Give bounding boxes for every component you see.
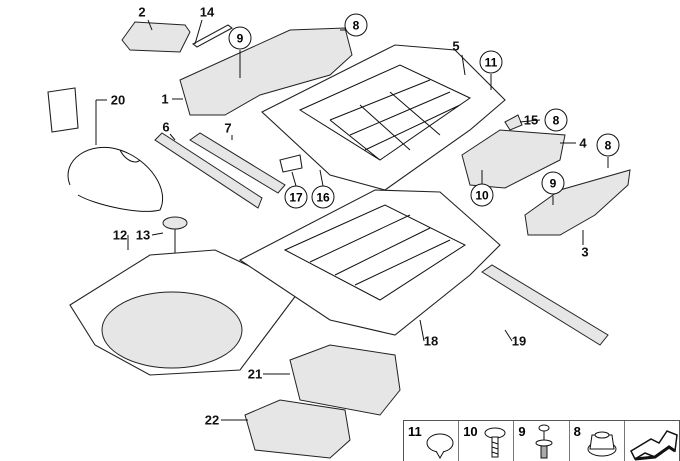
label-part-22: 22 (204, 412, 220, 428)
wheel-well-recess (101, 291, 243, 369)
label-part-4: 4 (579, 135, 587, 151)
legend-item-arrow (625, 421, 679, 461)
part-17-clip (279, 154, 303, 173)
nut-icon (587, 431, 617, 457)
label-part-13: 13 (135, 227, 151, 243)
label-part-12: 12 (112, 227, 128, 243)
legend-number: 11 (408, 424, 422, 439)
part-20-strap (67, 146, 164, 212)
leader-lines (95, 19, 609, 421)
circled-label-8: 8 (596, 133, 620, 157)
label-part-5: 5 (452, 38, 460, 54)
circled-label-9: 9 (228, 26, 252, 50)
part-20-bag (47, 87, 79, 133)
part-14-strip (191, 24, 234, 48)
part-3-bracket (524, 169, 631, 236)
label-part-3: 3 (581, 244, 589, 260)
legend-number: 10 (463, 424, 478, 439)
label-part-14: 14 (199, 4, 215, 20)
legend-item-8: 8 (570, 421, 625, 461)
tray-grid (298, 64, 471, 161)
label-part-6: 6 (162, 119, 170, 135)
part-2-box (121, 21, 191, 53)
part-7-strip (189, 132, 286, 194)
label-part-19: 19 (511, 333, 527, 349)
part-22-box (244, 399, 351, 459)
fastener-legend: 11 10 9 8 (403, 420, 680, 461)
circled-label-17: 17 (284, 185, 308, 209)
label-part-18: 18 (423, 333, 439, 349)
label-part-21: 21 (247, 366, 263, 382)
legend-item-9: 9 (514, 421, 570, 461)
lower-tray-grid (283, 204, 467, 301)
circled-label-8: 8 (344, 13, 368, 37)
label-part-2: 2 (138, 4, 146, 20)
rivet-icon (535, 424, 553, 459)
label-part-7: 7 (224, 120, 232, 136)
part-1-bracket (179, 27, 353, 116)
circled-label-10: 10 (470, 183, 494, 207)
legend-item-11: 11 (404, 421, 460, 461)
circled-label-16: 16 (311, 185, 335, 209)
part-18-lower-tray (238, 189, 501, 336)
part-21-box (289, 344, 401, 416)
label-part-1: 1 (161, 91, 169, 107)
arrow-icon (629, 430, 678, 461)
part-15 (504, 114, 523, 131)
label-part-15: 15 (523, 112, 539, 128)
part-5-floor-tray (261, 44, 506, 191)
circled-label-9: 9 (541, 171, 565, 195)
legend-number: 8 (573, 424, 581, 439)
part-19-rail (481, 264, 609, 346)
legend-number: 9 (518, 424, 526, 439)
legend-item-10: 10 (459, 421, 515, 461)
part-6-strip (154, 132, 263, 209)
clip-icon (426, 433, 454, 460)
part-13-stud (162, 216, 188, 230)
screw-icon (484, 427, 506, 458)
circled-label-11: 11 (479, 50, 503, 74)
circled-label-8: 8 (544, 108, 568, 132)
label-part-20: 20 (110, 92, 126, 108)
part-4-box (461, 129, 566, 189)
